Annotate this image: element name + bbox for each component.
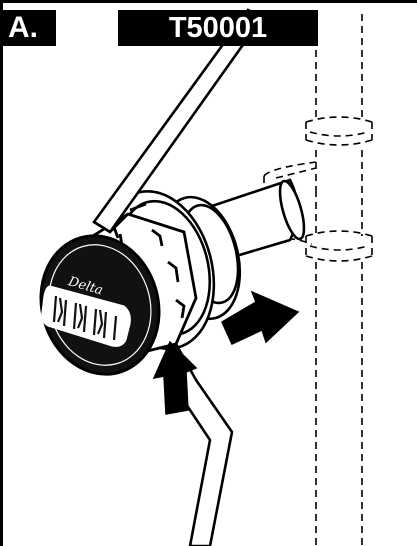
turn-direction-arrow-icon — [221, 290, 300, 345]
hidden-supply-pipe — [263, 14, 373, 546]
push-direction-arrow-icon — [152, 340, 198, 415]
cap-face — [39, 234, 161, 376]
step-label: A. — [0, 10, 56, 46]
model-number-label: T50001 — [118, 10, 318, 46]
